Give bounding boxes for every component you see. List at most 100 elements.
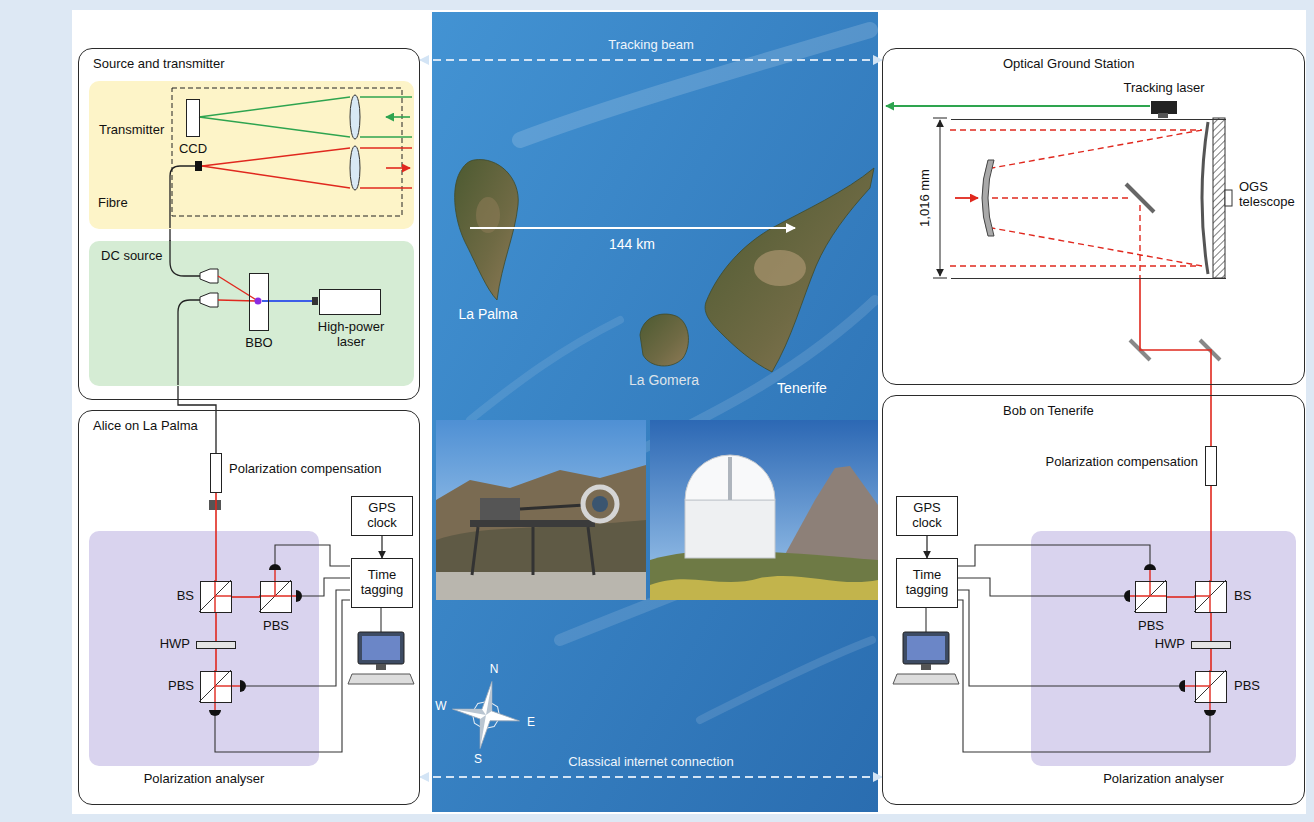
- node-fill: [896, 496, 958, 536]
- ground-station-optics: [933, 278, 947, 279]
- polarization-compensator: Polarization compensation: [210, 453, 222, 493]
- photo-transmitter-site: [436, 465, 646, 600]
- bbo-crystal: BBO: [249, 273, 269, 331]
- entangled-photon-source: [218, 276, 258, 301]
- panel-title: Source and transmitter: [93, 57, 225, 72]
- node-fill: [200, 581, 232, 613]
- ground-station-optics: [886, 105, 1150, 107]
- transmitter-box: CCDTransmitter: [89, 81, 414, 229]
- telescope-tube: OGS telescope: [951, 119, 1226, 279]
- photo-transmitter-site: [592, 496, 608, 512]
- compass-rose: [447, 676, 526, 755]
- node-fill: [196, 641, 236, 649]
- time-tagging-unit: Time tagging: [896, 558, 958, 608]
- node-fill: [319, 289, 381, 315]
- ground-station-optics: [1225, 190, 1232, 206]
- compass-letter: N: [490, 663, 499, 677]
- pump-laser: High-power laser: [319, 289, 381, 315]
- alice-optics: [214, 670, 215, 710]
- entangled-photon-source: [200, 269, 218, 283]
- ground-station-optics: [982, 160, 994, 236]
- detector-wire: [957, 600, 1210, 752]
- distance-label: 144 km: [609, 236, 655, 252]
- transmitter-optics: [360, 96, 412, 97]
- bob-optics: [1194, 580, 1226, 612]
- photo-transmitter-site: [472, 527, 478, 575]
- entangled-photon-source: [262, 300, 318, 302]
- photo-ground-station: [650, 576, 878, 600]
- photo-ground-station: [685, 455, 775, 500]
- node-fill: [1191, 641, 1231, 649]
- node-fill: [896, 558, 958, 608]
- bob-optics: [1194, 595, 1210, 596]
- compass-letter: S: [474, 753, 482, 767]
- alice-optics: [274, 570, 275, 596]
- bob-optics: [1124, 564, 1226, 716]
- edge-label: Tracking beam: [608, 38, 694, 53]
- detector-wire: [302, 578, 350, 596]
- alice-optics: [199, 500, 302, 716]
- light-beam: [1210, 486, 1212, 581]
- photo-ground-station: [650, 420, 878, 600]
- connector: [169, 229, 170, 241]
- panel: Tracking laserOGS telescopeOptical Groun…: [882, 48, 1305, 385]
- beam-splitter: BS: [200, 581, 232, 613]
- alice-optics: [269, 564, 281, 570]
- entangled-photon-source: [255, 298, 262, 305]
- part-label: PBS: [1234, 679, 1260, 694]
- part-label: OGS telescope: [1239, 180, 1301, 210]
- alice-optics: [296, 590, 302, 602]
- part-label: PBS: [263, 619, 289, 634]
- photo-transmitter-site: [588, 527, 594, 575]
- connector: [381, 536, 382, 558]
- photo-transmitter-site: [436, 572, 646, 600]
- detector-wire: [925, 607, 926, 632]
- node-fill: [882, 48, 1305, 385]
- part-label: Polarization compensation: [229, 462, 381, 477]
- part-label: GPS clock: [900, 501, 954, 531]
- ground-station-optics: [1158, 113, 1168, 118]
- entangled-photon-source: [170, 240, 200, 276]
- distance-arrow: [470, 228, 795, 229]
- ground-station-optics: [940, 120, 941, 276]
- detector-wire: [215, 545, 1210, 752]
- part-label: GPS clock: [355, 501, 409, 531]
- photo-transmitter-site: [583, 487, 617, 521]
- ground-station-optics: [886, 106, 1232, 360]
- half-wave-plate: HWP: [196, 641, 236, 649]
- computer-icon: [348, 674, 414, 684]
- island-name: La Palma: [458, 306, 517, 322]
- node-fill: [186, 99, 200, 137]
- photo-transmitter-site: [470, 520, 595, 527]
- entangled-photon-source: [178, 300, 200, 385]
- computer-icon: [358, 632, 404, 664]
- transmitter-optics: [170, 88, 412, 228]
- detector-wire: [957, 545, 1150, 566]
- alice-optics: [209, 710, 221, 716]
- part-label: Polarization compensation: [1046, 455, 1198, 470]
- part-label: CCD: [179, 142, 207, 157]
- island-name: Tenerife: [777, 380, 827, 396]
- half-wave-plate: HWP: [1191, 641, 1231, 649]
- ground-station-optics: [955, 197, 978, 199]
- compass-rose: [447, 676, 526, 755]
- compass-letter: E: [527, 716, 535, 730]
- alice-optics: [209, 500, 221, 510]
- ground-station-optics: [1213, 118, 1225, 278]
- part-label: PBS: [1138, 619, 1164, 634]
- part-label: BBO: [245, 336, 272, 351]
- node-fill: [260, 581, 292, 613]
- part-label: HWP: [1155, 637, 1185, 652]
- part-label: Time tagging: [355, 568, 409, 598]
- light-beam: [232, 596, 260, 598]
- link-arrow: [420, 59, 882, 61]
- entangled-photon-source: [200, 293, 218, 307]
- detector-wire: [215, 600, 350, 752]
- detector-wire: [957, 590, 1179, 686]
- transmitter-optics: [199, 97, 350, 117]
- ground-station-optics: [933, 118, 947, 119]
- entangled-photon-source: [312, 297, 318, 305]
- box-title: DC source: [101, 249, 162, 264]
